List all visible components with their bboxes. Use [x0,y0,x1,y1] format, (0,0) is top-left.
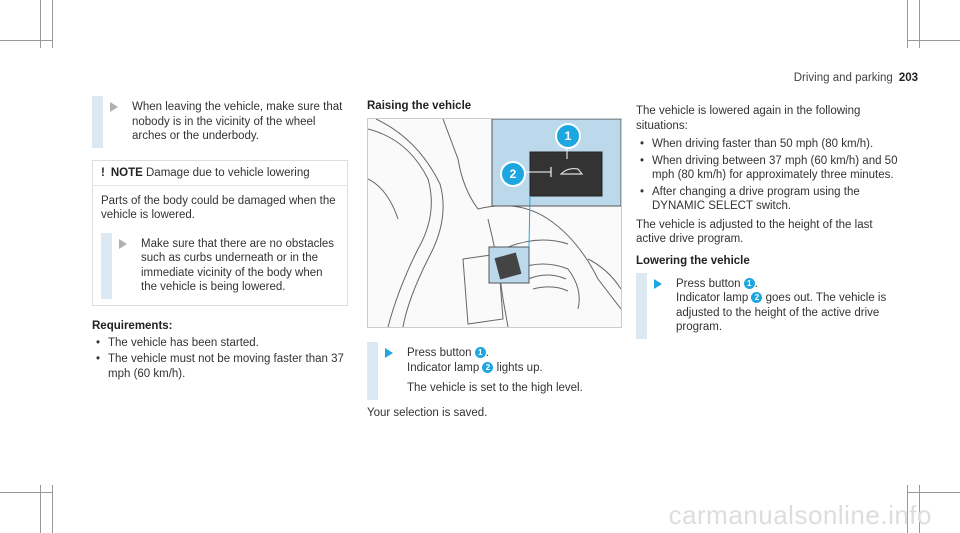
crop-mark [0,40,52,41]
tip-block: When leaving the vehicle, make sure that… [92,96,348,148]
crop-mark [52,0,53,48]
watermark: carmanualsonline.info [668,500,932,530]
raise-step: Press button 1. Indicator lamp 2 lights … [367,342,623,400]
crop-mark [907,0,908,48]
note-header: ! NOTE Damage due to vehicle lowering [93,161,347,186]
crop-mark [40,485,41,533]
step-result: The vehicle is set to the high level. [407,382,583,394]
note-action: Make sure that there are no obstacles su… [101,232,339,299]
step-bar [92,96,103,148]
step-press: Press button 1. [407,347,489,359]
note-title: NOTE [110,166,143,179]
crop-mark [908,492,960,493]
note-text: Parts of the body could be damaged when … [101,194,336,222]
crop-mark [907,485,908,533]
lowering-intro: The vehicle is lowered again in the foll… [636,105,861,132]
badge-2: 2 [751,292,763,304]
section-heading-raising: Raising the vehicle [367,100,472,112]
callout-2: 2 [500,161,526,187]
column-right: The vehicle is lowered again in the foll… [636,104,898,339]
arrow-icon [385,348,393,358]
arrow-icon [110,102,118,112]
requirements-list: The vehicle has been started. The vehicl… [92,336,348,382]
arrow-icon [654,278,662,289]
column-left: When leaving the vehicle, make sure that… [92,96,348,383]
crop-mark [40,0,41,48]
step-bar [636,272,647,339]
warning-icon: ! [101,166,105,179]
step-bar [101,232,112,299]
crop-mark [919,0,920,48]
list-item: When driving between 37 mph (60 km/h) an… [636,154,898,183]
list-item: When driving faster than 50 mph (80 km/h… [636,137,898,152]
step-indicator: Indicator lamp 2 goes out. The vehicle i… [676,292,887,333]
result-text: Your selection is saved. [367,406,488,419]
note-subtitle: Damage due to vehicle lowering [142,166,310,179]
badge-1: 1 [474,347,486,359]
section-title: Driving and parking [793,72,893,84]
requirements-heading: Requirements: [92,319,173,332]
adjusted-text: The vehicle is adjusted to the height of… [636,218,873,246]
running-header: Driving and parking 203 [794,72,918,84]
step-press: Press button 1. [676,277,758,290]
situations-list: When driving faster than 50 mph (80 km/h… [636,137,898,214]
note-body: Parts of the body could be damaged when … [93,186,347,305]
crop-mark [0,492,52,493]
crop-mark [52,485,53,533]
vehicle-interior-figure: 1 2 [367,118,622,328]
page-number: 203 [898,72,918,84]
note-box: ! NOTE Damage due to vehicle lowering Par… [92,159,348,306]
lower-step: Press button 1. Indicator lamp 2 goes ou… [636,272,898,339]
center-console-illustration [368,119,621,327]
note-action-text: Make sure that there are no obstacles su… [141,237,335,294]
list-item: After changing a drive program using the… [636,185,898,214]
column-middle: Raising the vehicle [367,96,623,420]
tip-text: When leaving the vehicle, make sure that… [132,101,343,142]
list-item: The vehicle has been started. [92,336,348,351]
callout-1: 1 [555,123,581,149]
step-indicator: Indicator lamp 2 lights up. [407,361,543,374]
badge-1: 1 [743,277,755,289]
list-item: The vehicle must not be moving faster th… [92,352,348,381]
crop-mark [908,40,960,41]
section-heading-lowering: Lowering the vehicle [636,254,750,267]
arrow-icon [119,238,127,249]
crop-mark [919,485,920,533]
step-bar [367,342,378,400]
badge-2: 2 [482,361,494,373]
